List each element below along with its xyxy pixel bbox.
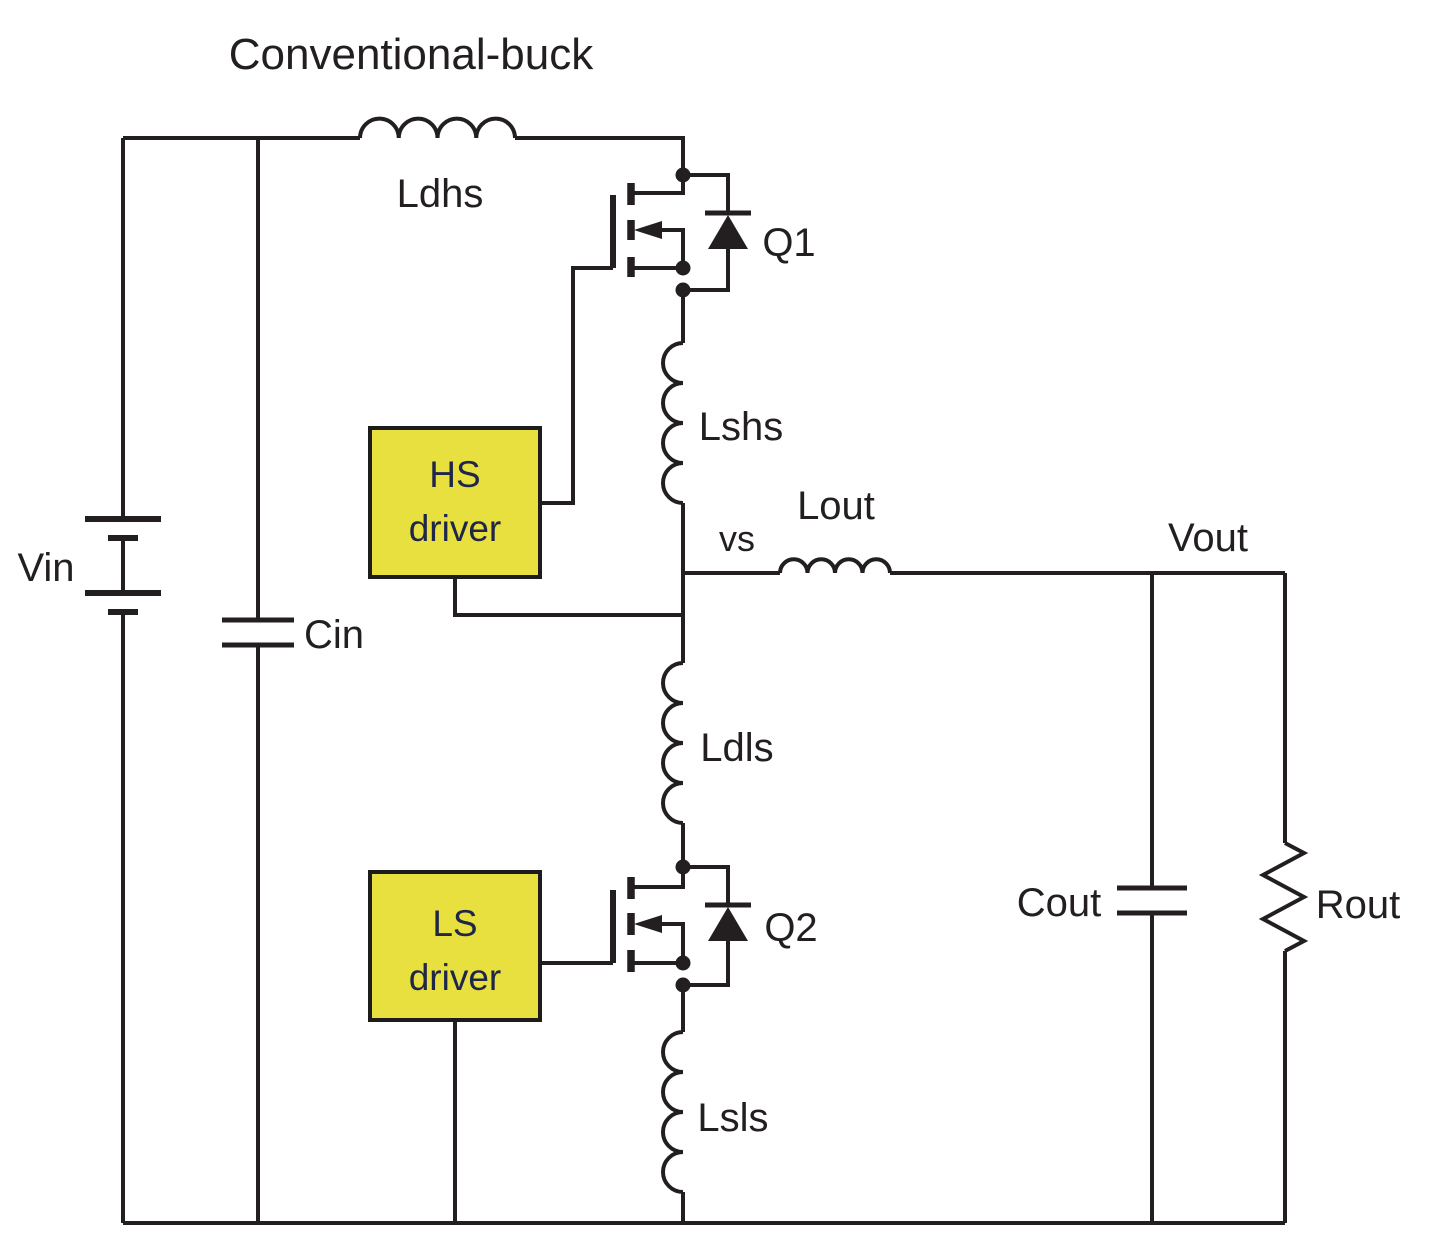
ls-driver-box — [368, 870, 542, 1022]
ls-driver-label-line2: driver — [409, 957, 502, 998]
q2-source-junction-dot — [675, 955, 691, 971]
hs-driver-block: HS driver — [368, 426, 542, 579]
top-rail-wire — [123, 136, 685, 175]
label-lsls: Lsls — [697, 1096, 768, 1140]
q1-drain-lead — [634, 175, 685, 195]
label-vout: Vout — [1168, 516, 1248, 560]
label-lout: Lout — [797, 484, 875, 528]
battery-vin — [85, 516, 161, 615]
q1-diode-triangle-icon — [708, 215, 748, 249]
label-cout: Cout — [1017, 881, 1102, 925]
inductor-lsls — [661, 1030, 684, 1194]
label-vs: vs — [719, 518, 755, 559]
q2-source-lead — [634, 922, 685, 965]
inductor-ldhs — [358, 116, 517, 139]
mosfet-q2 — [610, 859, 691, 993]
q2-body-arrow-icon — [634, 915, 662, 933]
hs-return-wire — [453, 577, 683, 617]
label-rout: Rout — [1316, 883, 1401, 927]
label-ldhs: Ldhs — [397, 172, 484, 216]
hs-driver-box — [368, 426, 542, 579]
body-diode-q1 — [683, 173, 751, 292]
q2-diode-wire — [683, 865, 730, 987]
q2-drain-lead — [634, 867, 685, 889]
ls-driver-block: LS driver — [368, 870, 542, 1022]
diagram-title: Conventional-buck — [229, 30, 594, 79]
wires — [85, 116, 1309, 1225]
label-q1: Q1 — [762, 221, 815, 265]
inductor-lshs — [661, 341, 684, 505]
inductor-lout — [778, 557, 892, 574]
capacitor-cout — [1117, 885, 1187, 916]
inductor-ldls — [661, 661, 684, 825]
body-diode-q2 — [683, 865, 751, 987]
label-q2: Q2 — [764, 906, 817, 950]
ls-driver-label-line1: LS — [432, 903, 477, 944]
q1-source-lead — [634, 228, 685, 270]
capacitor-cin — [222, 617, 294, 648]
hs-driver-label-line1: HS — [429, 454, 480, 495]
q1-source-junction-dot — [675, 260, 691, 276]
label-lshs: Lshs — [699, 405, 784, 449]
label-vin: Vin — [17, 546, 74, 590]
q1-diode-wire — [683, 173, 730, 292]
mosfet-q1 — [610, 167, 691, 298]
label-cin: Cin — [304, 613, 364, 657]
q1-body-arrow-icon — [634, 221, 662, 239]
label-ldls: Ldls — [700, 726, 773, 770]
q2-diode-triangle-icon — [708, 907, 748, 941]
hs-driver-label-line2: driver — [409, 508, 502, 549]
resistor-rout — [1258, 841, 1309, 953]
hs-gate-wire — [540, 266, 613, 505]
